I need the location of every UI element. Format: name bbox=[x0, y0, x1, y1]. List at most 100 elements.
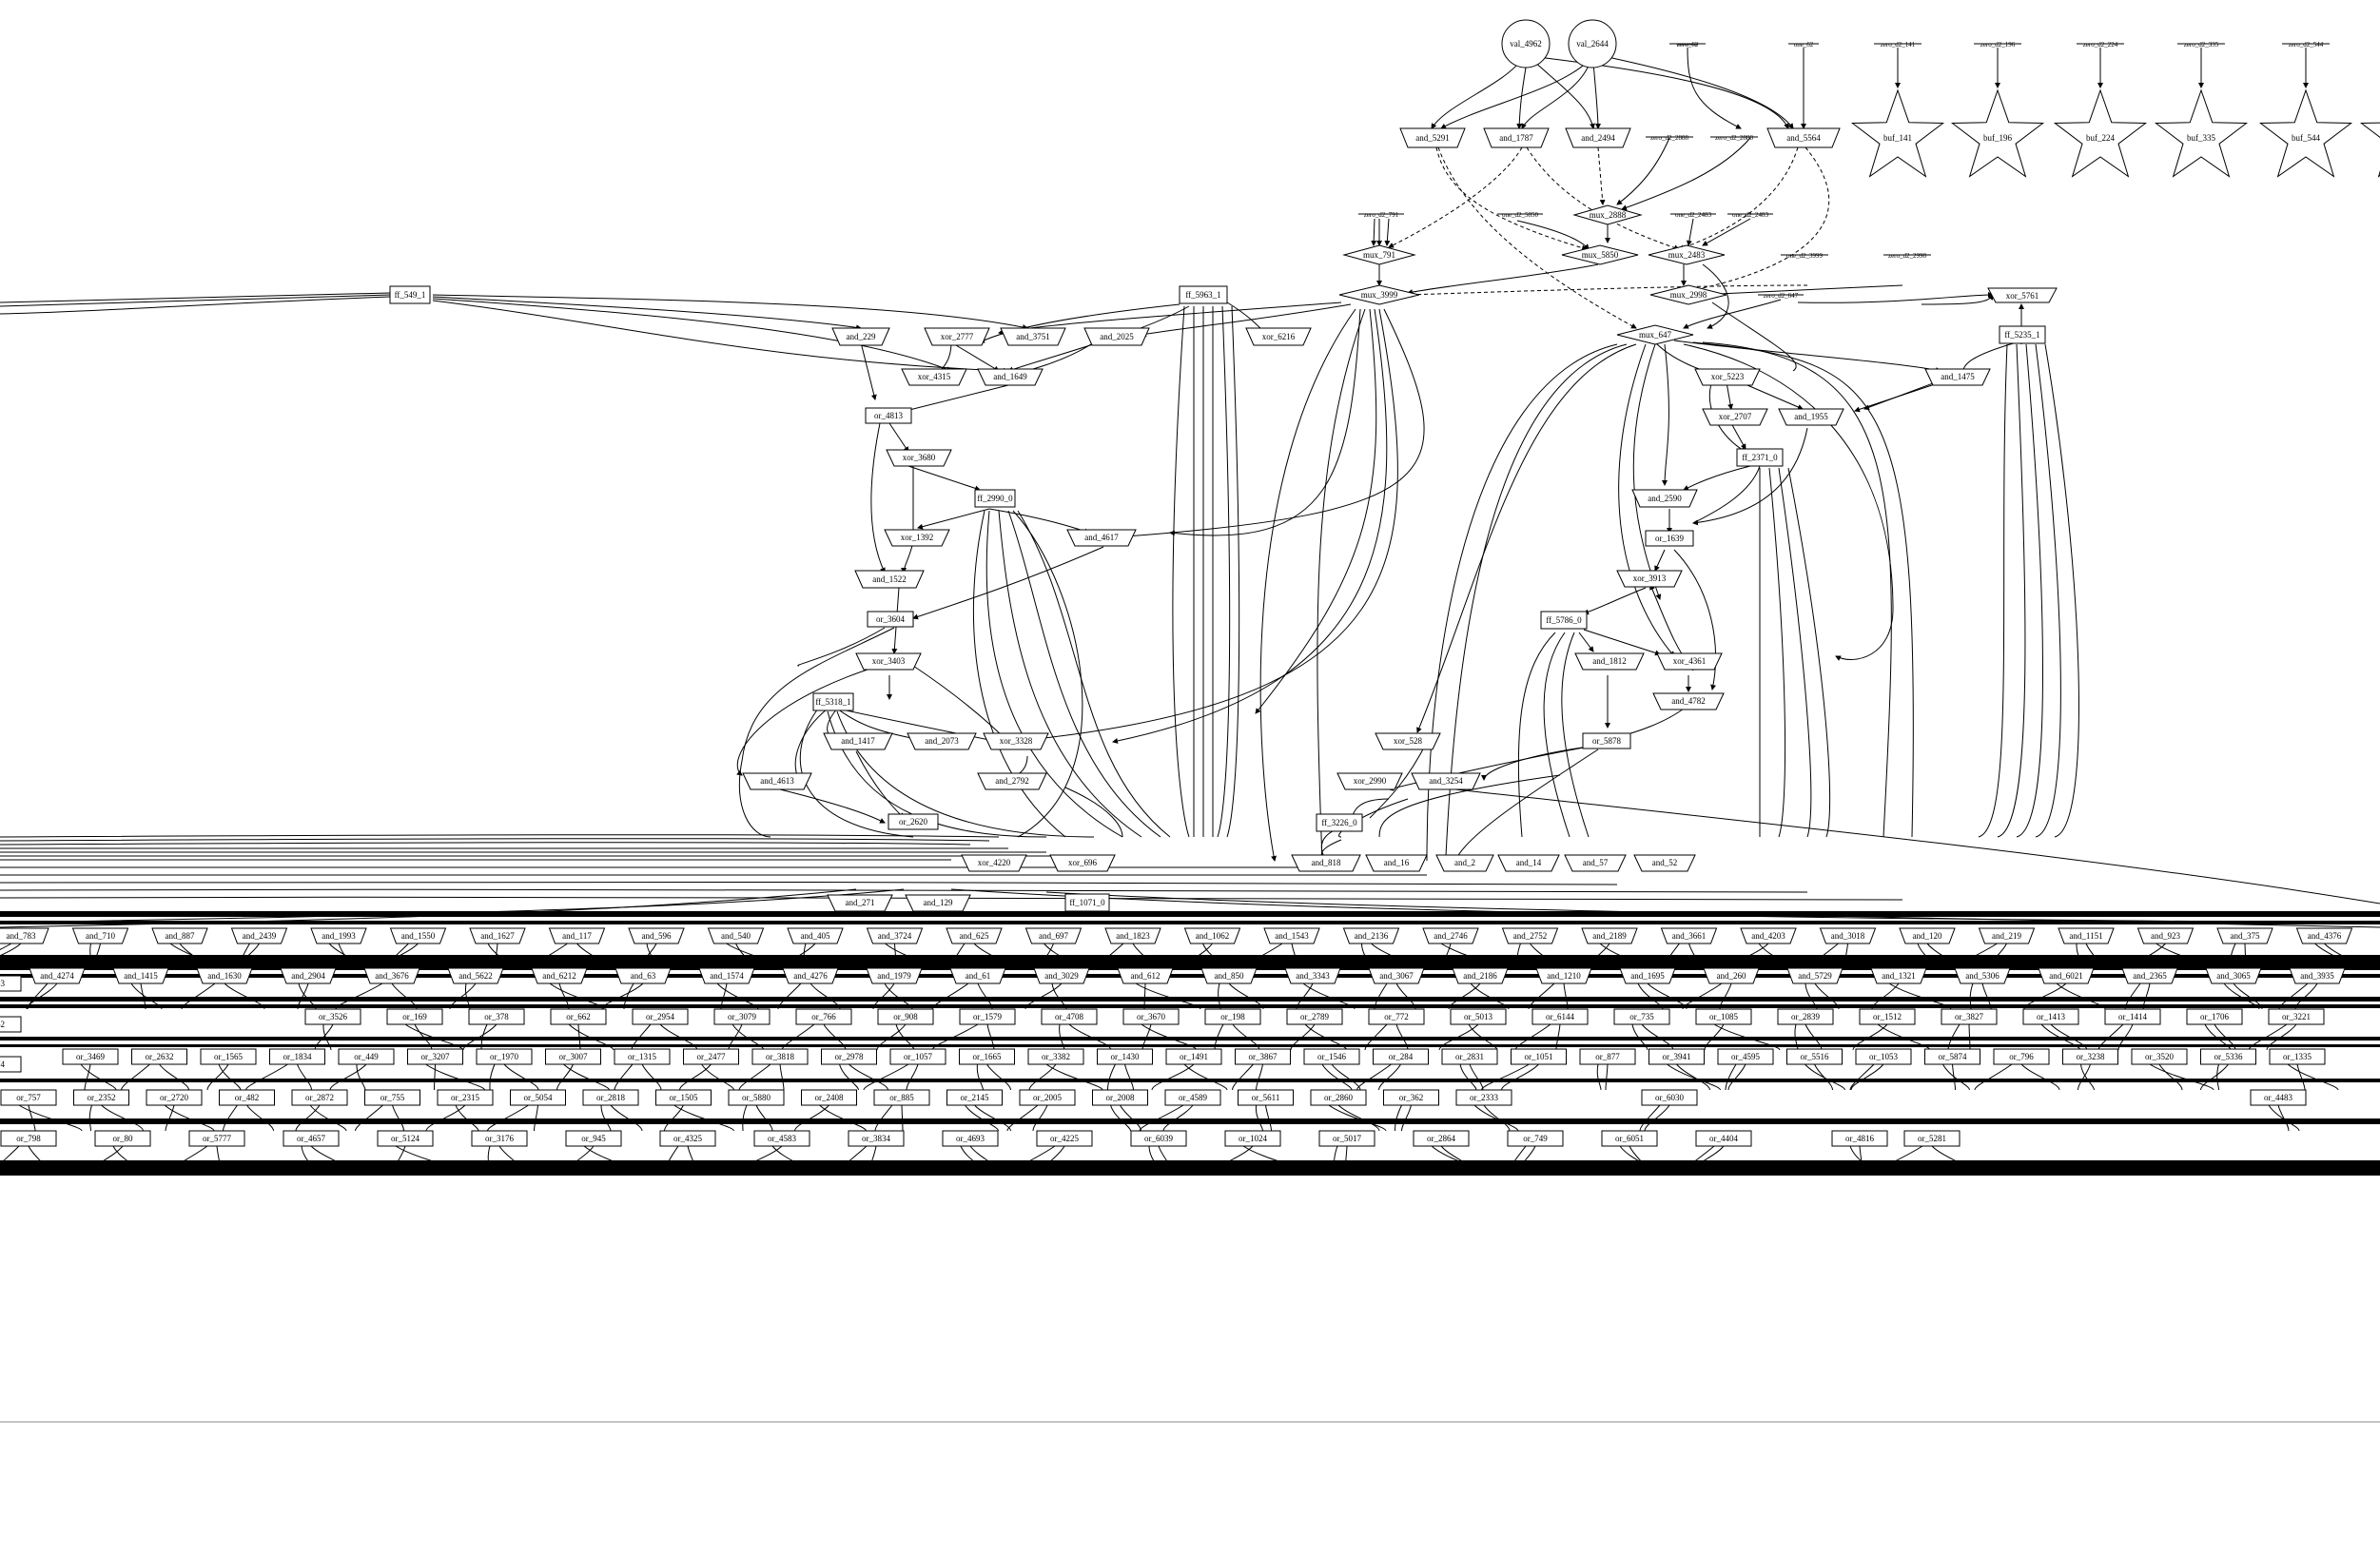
and-gate[interactable]: and_375 bbox=[2217, 928, 2273, 943]
or-gate[interactable]: or_1512 bbox=[1860, 1009, 1915, 1024]
and-gate[interactable]: and_3065 bbox=[2206, 968, 2261, 983]
xor-gate[interactable]: xor_2707 bbox=[1703, 409, 1767, 425]
and-gate[interactable]: and_1522 bbox=[855, 571, 924, 588]
or-gate[interactable]: or_3827 bbox=[1941, 1009, 1997, 1024]
xor-gate[interactable]: xor_696 bbox=[1050, 855, 1115, 871]
and-gate[interactable]: and_4276 bbox=[783, 968, 838, 983]
and-gate[interactable]: and_120 bbox=[1900, 928, 1955, 943]
or-gate[interactable]: or_4816 bbox=[1832, 1131, 1887, 1146]
const-node[interactable]: zero_d2_2888 bbox=[1646, 134, 1693, 142]
const-node[interactable]: one_d2_3999 bbox=[1781, 252, 1828, 260]
mux-gate[interactable]: mux_3999 bbox=[1339, 285, 1419, 304]
or-gate[interactable]: or_1315 bbox=[615, 1049, 670, 1064]
or-gate[interactable]: or_3834 bbox=[849, 1131, 904, 1146]
and-gate[interactable]: and_783 bbox=[0, 928, 49, 943]
or-gate[interactable]: or_749 bbox=[1508, 1131, 1563, 1146]
and-gate[interactable]: and_1321 bbox=[1871, 968, 1926, 983]
and-gate[interactable]: and_3935 bbox=[2290, 968, 2345, 983]
or-gate[interactable]: or_6144 bbox=[1532, 1009, 1588, 1024]
or-gate[interactable]: or_1335 bbox=[2270, 1049, 2325, 1064]
or-gate[interactable]: or_1579 bbox=[960, 1009, 1015, 1024]
and-gate[interactable]: and_2136 bbox=[1344, 928, 1399, 943]
ff-node[interactable]: ff_5235_1 bbox=[2000, 326, 2045, 343]
and-gate[interactable]: and_1649 bbox=[978, 369, 1043, 385]
and-gate[interactable]: and_271 bbox=[828, 895, 892, 911]
or-gate[interactable]: or_796 bbox=[1994, 1049, 2049, 1064]
or-gate[interactable]: or_3238 bbox=[2063, 1049, 2118, 1064]
and-gate[interactable]: and_2590 bbox=[1632, 490, 1697, 507]
and-gate[interactable]: and_540 bbox=[709, 928, 764, 943]
or-gate[interactable]: or_5878 bbox=[1583, 733, 1630, 749]
or-gate[interactable]: or_5017 bbox=[1319, 1131, 1375, 1146]
or-gate[interactable]: or_1414 bbox=[2105, 1009, 2160, 1024]
or-gate[interactable]: or_5336 bbox=[2201, 1049, 2256, 1064]
and-gate[interactable]: and_5729 bbox=[1787, 968, 1843, 983]
or-gate[interactable]: or_757 bbox=[1, 1090, 56, 1105]
xor-gate[interactable]: xor_1392 bbox=[885, 530, 949, 546]
or-gate[interactable]: or_4595 bbox=[1718, 1049, 1773, 1064]
mux-gate[interactable]: mux_791 bbox=[1344, 245, 1414, 264]
or-gate[interactable]: or_945 bbox=[566, 1131, 621, 1146]
or-gate[interactable]: or_3818 bbox=[752, 1049, 808, 1064]
or-gate[interactable]: or_1706 bbox=[2187, 1009, 2242, 1024]
or-gate[interactable]: or_1665 bbox=[960, 1049, 1015, 1064]
const-node[interactable]: zero_d2_2998 bbox=[1883, 252, 1931, 260]
and-gate[interactable]: and_2186 bbox=[1453, 968, 1508, 983]
or-gate[interactable]: or_2620 bbox=[888, 814, 938, 829]
or-gate[interactable]: or_3941 bbox=[1649, 1049, 1705, 1064]
or-gate[interactable]: or_6039 bbox=[1131, 1131, 1186, 1146]
or-gate[interactable]: or_6051 bbox=[1602, 1131, 1657, 1146]
const-node[interactable]: zero_d2_141 bbox=[1874, 41, 1922, 49]
or-gate[interactable]: or_2145 bbox=[947, 1090, 1003, 1105]
and-gate[interactable]: and_1210 bbox=[1536, 968, 1591, 983]
or-gate[interactable]: or_5516 bbox=[1787, 1049, 1843, 1064]
and-gate[interactable]: and_3676 bbox=[364, 968, 419, 983]
xor-gate[interactable]: xor_528 bbox=[1375, 733, 1440, 749]
or-gate[interactable]: or_2333 bbox=[1456, 1090, 1512, 1105]
const-node[interactable]: zero_62 bbox=[1669, 41, 1706, 49]
const-node[interactable]: zero_d2_224 bbox=[2077, 41, 2124, 49]
left-cut-node[interactable]: 1862 bbox=[0, 1017, 21, 1032]
or-gate[interactable]: or_755 bbox=[365, 1090, 420, 1105]
and-gate[interactable]: and_2792 bbox=[978, 773, 1046, 789]
or-gate[interactable]: or_1413 bbox=[2023, 1009, 2078, 1024]
or-gate[interactable]: or_4657 bbox=[283, 1131, 339, 1146]
or-gate[interactable]: or_2860 bbox=[1311, 1090, 1366, 1105]
or-gate[interactable]: or_2831 bbox=[1442, 1049, 1497, 1064]
and-gate[interactable]: and_4613 bbox=[743, 773, 811, 789]
or-gate[interactable]: or_2978 bbox=[822, 1049, 877, 1064]
or-gate[interactable]: or_2352 bbox=[74, 1090, 129, 1105]
and-gate[interactable]: and_1695 bbox=[1620, 968, 1675, 983]
and-gate[interactable]: and_6212 bbox=[532, 968, 587, 983]
or-gate[interactable]: or_4583 bbox=[754, 1131, 810, 1146]
and-gate[interactable]: and_63 bbox=[615, 968, 671, 983]
buf-node[interactable]: buf_224 bbox=[2055, 90, 2145, 177]
and-gate[interactable]: and_3724 bbox=[868, 928, 923, 943]
and-gate[interactable]: and_3661 bbox=[1662, 928, 1717, 943]
or-gate[interactable]: or_1970 bbox=[477, 1049, 532, 1064]
left-cut-node[interactable]: 5053 bbox=[0, 976, 21, 991]
or-gate[interactable]: or_735 bbox=[1614, 1009, 1669, 1024]
xor-gate[interactable]: xor_2777 bbox=[925, 328, 989, 345]
or-gate[interactable]: or_169 bbox=[387, 1009, 442, 1024]
or-gate[interactable]: or_1834 bbox=[270, 1049, 325, 1064]
xor-gate[interactable]: xor_3913 bbox=[1617, 571, 1682, 587]
or-gate[interactable]: or_482 bbox=[220, 1090, 275, 1105]
and-gate[interactable]: and_1979 bbox=[867, 968, 922, 983]
ff-node[interactable]: ff_2990_0 bbox=[975, 490, 1015, 507]
or-gate[interactable]: or_2789 bbox=[1287, 1009, 1342, 1024]
or-gate[interactable]: or_1639 bbox=[1646, 531, 1693, 546]
xor-gate[interactable]: xor_4315 bbox=[902, 369, 966, 385]
or-gate[interactable]: or_284 bbox=[1374, 1049, 1429, 1064]
and-gate[interactable]: and_1627 bbox=[470, 928, 525, 943]
or-gate[interactable]: or_5054 bbox=[511, 1090, 566, 1105]
and-gate[interactable]: and_887 bbox=[152, 928, 207, 943]
and-gate[interactable]: and_818 bbox=[1292, 855, 1360, 871]
or-gate[interactable]: or_4708 bbox=[1042, 1009, 1097, 1024]
and-gate[interactable]: and_4203 bbox=[1741, 928, 1796, 943]
or-gate[interactable]: or_198 bbox=[1205, 1009, 1260, 1024]
mux-gate[interactable]: mux_5850 bbox=[1562, 245, 1638, 264]
or-gate[interactable]: or_5880 bbox=[729, 1090, 784, 1105]
input-node[interactable]: val_4962 bbox=[1502, 20, 1550, 68]
or-gate[interactable]: or_2408 bbox=[802, 1090, 857, 1105]
